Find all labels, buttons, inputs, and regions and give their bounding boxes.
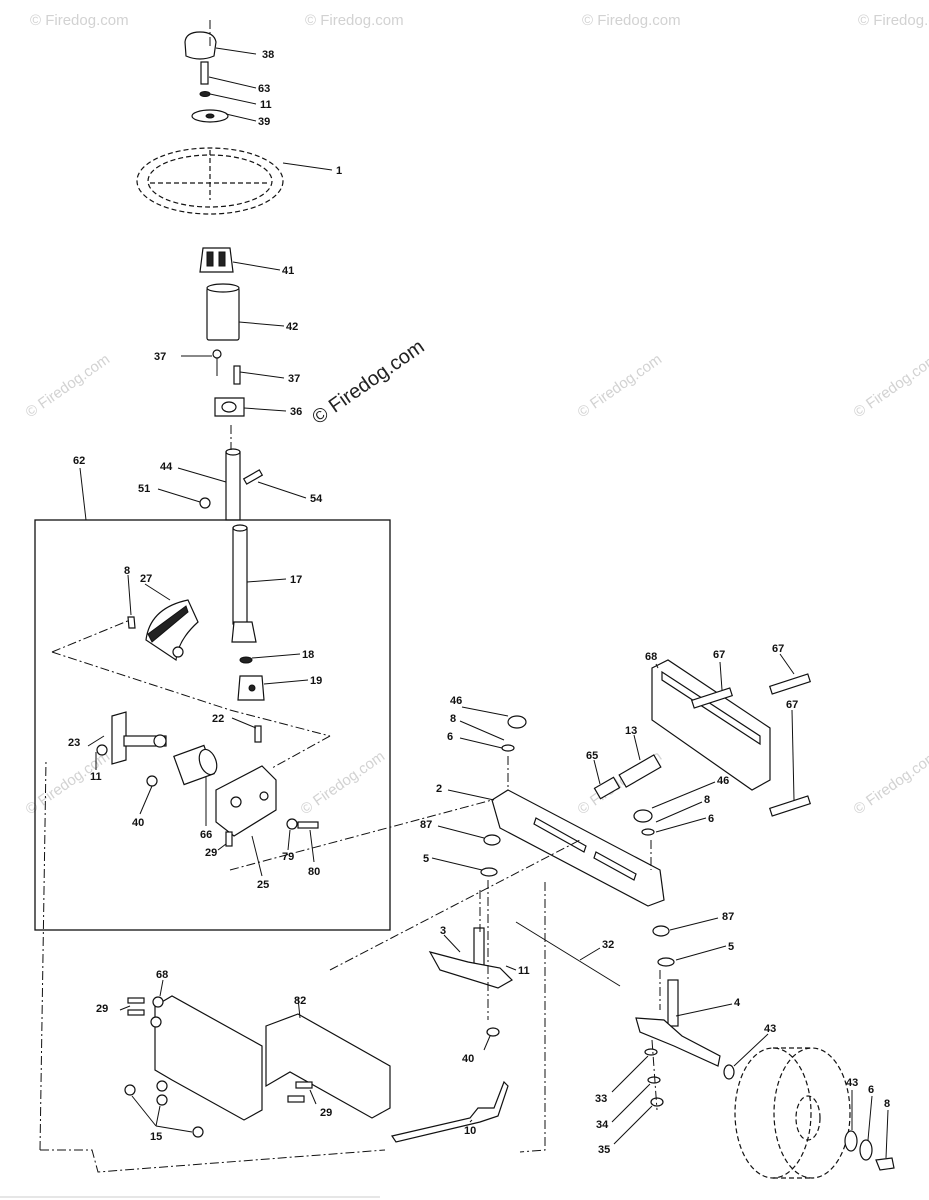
part-label-11: 11 — [260, 99, 272, 111]
leader-lines — [79, 47, 889, 1159]
part-label-44: 44 — [160, 461, 173, 473]
part-label-3: 3 — [440, 925, 446, 937]
part-label-39: 39 — [258, 116, 270, 128]
part-label-37: 37 — [154, 351, 166, 363]
part-label-1: 1 — [336, 165, 342, 177]
part-label-27: 27 — [140, 573, 152, 585]
part-label-43: 43 — [764, 1023, 776, 1035]
part-label-37: 37 — [288, 373, 300, 385]
part-label-36: 36 — [290, 406, 302, 418]
part-label-25: 25 — [257, 879, 269, 891]
part-label-46: 46 — [717, 775, 729, 787]
part-label-87: 87 — [420, 819, 432, 831]
part-label-18: 18 — [302, 649, 314, 661]
part-label-43: 43 — [846, 1077, 858, 1089]
part-label-62: 62 — [73, 455, 85, 467]
part-label-8: 8 — [450, 713, 456, 725]
watermark: © Firedog.com — [23, 351, 114, 421]
steering-column-upper — [136, 20, 284, 521]
part-label-65: 65 — [586, 750, 598, 762]
part-label-67: 67 — [786, 699, 798, 711]
part-label-80: 80 — [308, 866, 320, 878]
part-label-42: 42 — [286, 321, 298, 333]
part-label-6: 6 — [708, 813, 714, 825]
part-label-33: 33 — [595, 1093, 607, 1105]
part-label-40: 40 — [462, 1053, 474, 1065]
part-label-2: 2 — [436, 783, 442, 795]
part-label-51: 51 — [138, 483, 150, 495]
steering-brackets-lower — [124, 995, 509, 1143]
part-label-38: 38 — [262, 49, 274, 61]
watermark: © Firedog.com — [30, 12, 129, 29]
watermark: © Firedog.com — [851, 748, 929, 818]
part-label-63: 63 — [258, 83, 270, 95]
watermark: © Firedog.com — [575, 351, 666, 421]
part-label-10: 10 — [464, 1125, 476, 1137]
part-label-13: 13 — [625, 725, 637, 737]
part-label-23: 23 — [68, 737, 80, 749]
part-label-17: 17 — [290, 574, 302, 586]
part-label-34: 34 — [596, 1119, 609, 1131]
part-label-5: 5 — [423, 853, 429, 865]
part-label-54: 54 — [310, 493, 323, 505]
watermark: © Firedog.com — [23, 748, 114, 818]
part-label-41: 41 — [282, 265, 294, 277]
part-label-8: 8 — [884, 1098, 890, 1110]
part-label-82: 82 — [294, 995, 306, 1007]
watermark: © Firedog.com — [298, 748, 389, 818]
part-label-29: 29 — [205, 847, 217, 859]
watermark: © Firedog.com — [851, 351, 929, 421]
watermark: © Firedog.com — [305, 12, 404, 29]
part-label-35: 35 — [598, 1144, 610, 1156]
part-label-11: 11 — [90, 771, 102, 783]
part-label-67: 67 — [713, 649, 725, 661]
sector-gear-assembly-box — [34, 519, 391, 931]
part-label-87: 87 — [722, 911, 734, 923]
part-label-6: 6 — [447, 731, 453, 743]
assembly-lines — [39, 619, 661, 1173]
part-label-8: 8 — [124, 565, 130, 577]
part-labels: 38 63 11 39 1 41 42 37 37 36 62 44 51 54… — [68, 49, 890, 1156]
part-label-32: 32 — [602, 939, 614, 951]
part-label-22: 22 — [212, 713, 224, 725]
part-label-6: 6 — [868, 1084, 874, 1096]
part-label-79: 79 — [282, 851, 294, 863]
part-label-29: 29 — [96, 1003, 108, 1015]
front-axle-assembly — [428, 659, 812, 1107]
part-label-8: 8 — [704, 794, 710, 806]
watermark-main: © Firedog.com — [308, 336, 428, 429]
part-label-19: 19 — [310, 675, 322, 687]
front-tire — [723, 1047, 895, 1179]
part-label-66: 66 — [200, 829, 212, 841]
watermark: © Firedog.com — [582, 12, 681, 29]
part-label-67: 67 — [772, 643, 784, 655]
part-label-40: 40 — [132, 817, 144, 829]
watermark-layer: © Firedog.com © Firedog.com © Firedog.co… — [23, 12, 929, 818]
part-label-68: 68 — [645, 651, 657, 663]
part-label-68: 68 — [156, 969, 168, 981]
part-label-46: 46 — [450, 695, 462, 707]
part-label-29: 29 — [320, 1107, 332, 1119]
watermark: © Firedog.com — [858, 12, 929, 29]
part-label-11: 11 — [518, 965, 530, 977]
part-label-4: 4 — [734, 997, 741, 1009]
part-label-5: 5 — [728, 941, 734, 953]
part-label-15: 15 — [150, 1131, 162, 1143]
